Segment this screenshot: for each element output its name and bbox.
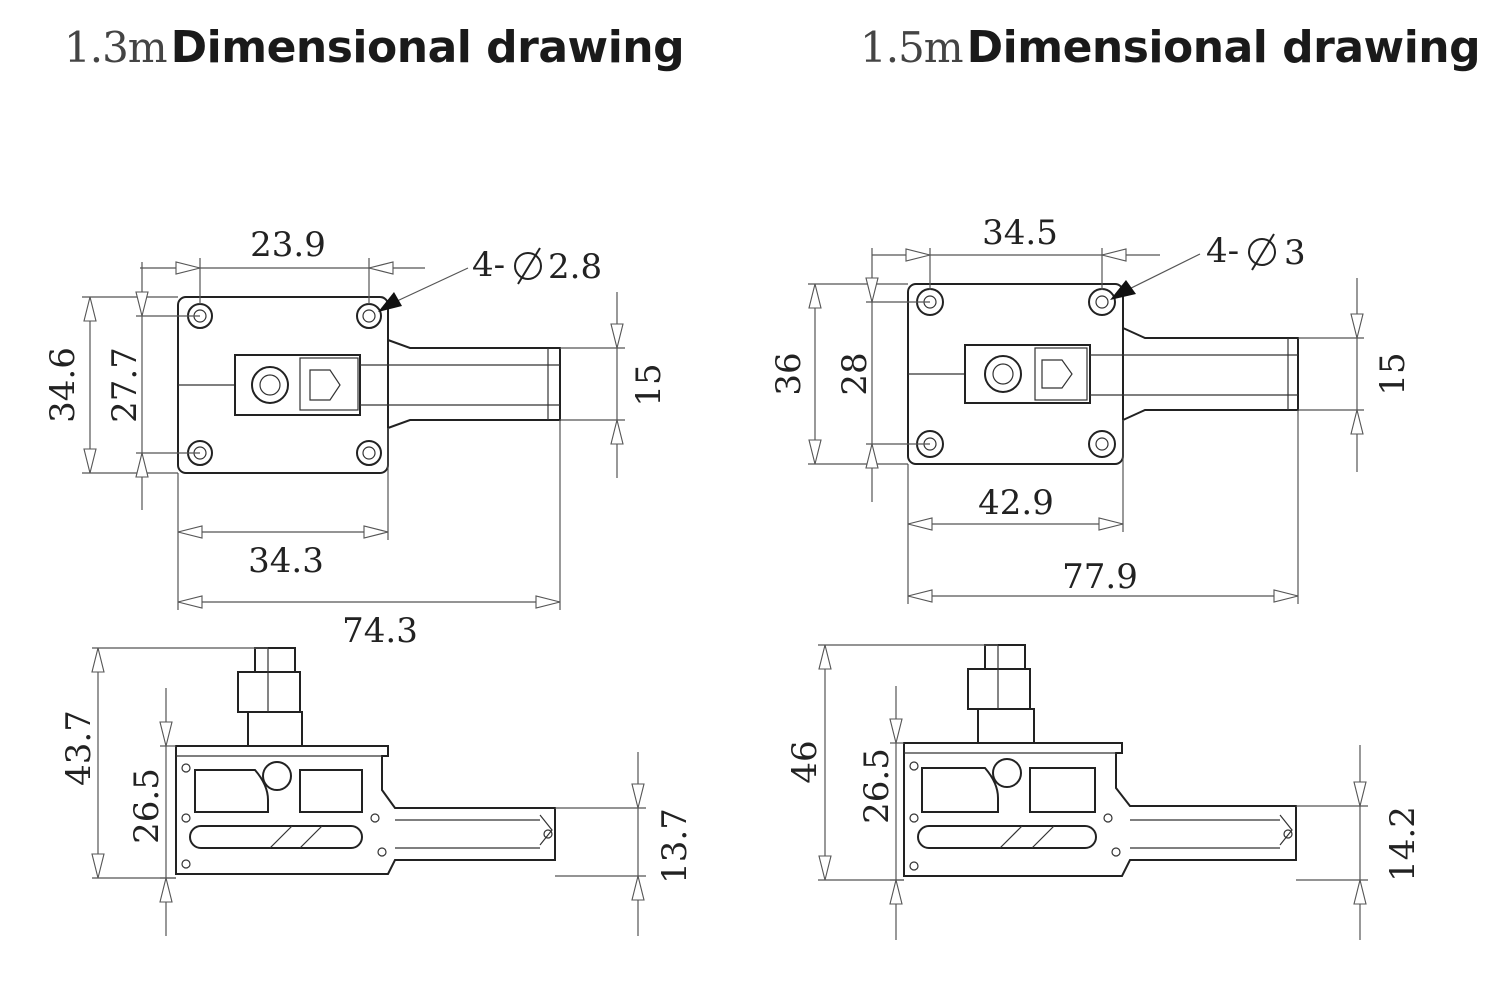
dim-total-length: 77.9 — [1062, 557, 1138, 597]
left-top-view: 23.9 4- 2.8 34.6 27.7 15 — [43, 225, 669, 651]
hole-diameter: 2.8 — [548, 247, 602, 287]
dim-total-height: 46 — [785, 740, 825, 783]
title-size-label: 1.5m — [860, 23, 964, 72]
hole-callout: 4- — [1206, 231, 1239, 271]
dim-total-height: 43.7 — [59, 710, 99, 786]
wheel-hub — [984, 355, 1022, 393]
dim-plate-width: 42.9 — [978, 483, 1054, 523]
diameter-icon — [1248, 233, 1276, 271]
retract-mechanism — [964, 344, 1091, 404]
dim-body-height: 26.5 — [127, 768, 167, 844]
title-text: Dimensional drawing — [170, 22, 685, 73]
retract-body — [903, 742, 1297, 877]
diameter-icon — [514, 247, 542, 285]
strut-arm — [1122, 327, 1299, 421]
body-cutout — [194, 769, 269, 813]
mount-hole — [1088, 430, 1116, 458]
mount-hole — [356, 303, 382, 329]
title-1-5m: 1.5m Dimensional drawing — [860, 22, 1481, 73]
dim-plate-height: 34.6 — [43, 347, 83, 423]
right-top-view: 34.5 4- 3 36 28 15 — [769, 213, 1413, 604]
mount-hole — [1088, 288, 1116, 316]
dim-body-height: 26.5 — [857, 748, 897, 824]
mount-hole — [356, 440, 382, 466]
dim-arm-height: 14.2 — [1383, 806, 1423, 882]
right-side-view: 46 26.5 14.2 — [785, 644, 1423, 940]
retract-body — [175, 745, 556, 875]
dim-arm-width: 15 — [629, 363, 669, 406]
left-side-view: 43.7 26.5 13.7 — [59, 647, 695, 936]
body-cutout — [921, 767, 999, 813]
body-slot — [189, 825, 363, 849]
body-cutout — [298, 769, 363, 813]
strut-arm — [387, 339, 561, 429]
dim-arm-height: 13.7 — [655, 808, 695, 884]
wheel-hub — [251, 366, 289, 404]
retract-mechanism — [234, 354, 361, 416]
dim-arm-width: 15 — [1373, 352, 1413, 395]
dim-hole-spacing-x: 23.9 — [250, 225, 326, 265]
body-slot — [917, 825, 1097, 849]
dim-plate-height: 36 — [769, 352, 809, 395]
title-size-label: 1.3m — [64, 23, 168, 72]
dim-hole-spacing-y: 28 — [835, 352, 875, 395]
title-1-3m: 1.3m Dimensional drawing — [64, 22, 685, 73]
hole-callout: 4- — [472, 245, 505, 285]
dim-hole-spacing-y: 27.7 — [105, 347, 145, 423]
hole-diameter: 3 — [1284, 233, 1306, 273]
body-cutout — [1029, 767, 1096, 813]
title-text: Dimensional drawing — [966, 22, 1481, 73]
dim-total-length: 74.3 — [342, 611, 418, 651]
dim-plate-width: 34.3 — [248, 541, 324, 581]
dim-hole-spacing-x: 34.5 — [982, 213, 1058, 253]
